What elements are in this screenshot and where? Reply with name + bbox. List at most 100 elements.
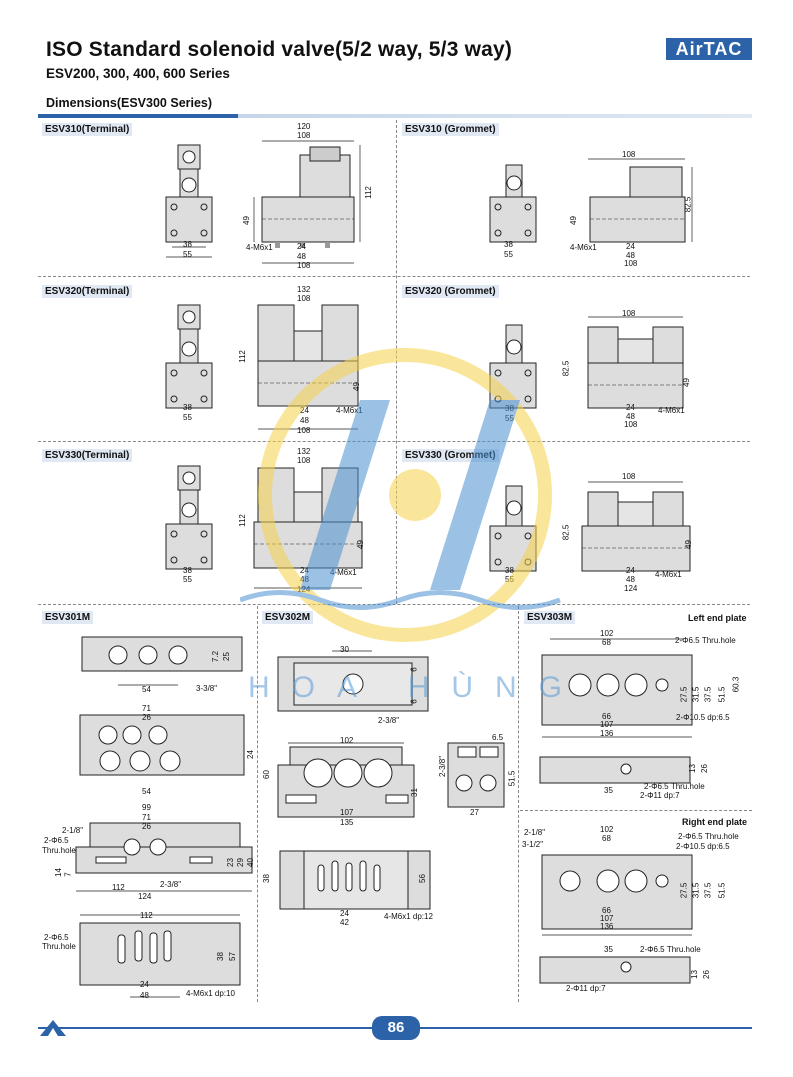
dim-55: 55: [183, 413, 192, 422]
dim-112: 112: [112, 883, 125, 892]
dim-4m6: 4-M6x1: [658, 406, 685, 415]
dim-102: 102: [600, 629, 614, 638]
dim-66: 66: [602, 712, 611, 721]
dim-4m6: 4-M6x1: [330, 568, 357, 577]
dim-108: 108: [297, 131, 311, 140]
dim-26b: 26: [701, 970, 711, 979]
dim-124: 124: [624, 584, 638, 593]
label-esv301m: ESV301M: [42, 611, 94, 624]
dim-2-phi-11b: 2-Φ11 dp:7: [566, 984, 606, 993]
dim-37-5b: 37.5: [703, 882, 713, 899]
dim-2-1-8: 2-1/8": [62, 826, 84, 835]
dim-30: 30: [340, 645, 349, 654]
dim-38: 38: [504, 240, 513, 249]
dim-24: 24: [626, 566, 635, 575]
dim-48: 48: [626, 412, 635, 421]
divider: [38, 441, 750, 442]
watermark-text: HOA HÙNG: [248, 671, 585, 704]
dim-54b: 54: [142, 787, 151, 796]
dim-24: 24: [245, 750, 255, 759]
dim-31-5: 31.5: [691, 686, 701, 703]
dim-82-5: 82.5: [683, 196, 693, 213]
dim-2-phi-11: 2-Φ11 dp:7: [640, 791, 680, 800]
dim-108: 108: [297, 294, 311, 303]
dim-3-3-8: 3-3/8": [196, 684, 218, 693]
dim-108: 108: [622, 150, 636, 159]
dim-55: 55: [183, 575, 192, 584]
dim-107b: 107: [600, 914, 614, 923]
drawing-esv320-terminal: [165, 304, 359, 430]
dim-2-3-8: 2-3/8": [160, 880, 182, 889]
dim-3-1-2: 3-1/2": [522, 840, 544, 849]
label-esv303m: ESV303M: [524, 611, 576, 624]
dim-108b: 108: [297, 261, 311, 270]
page-subtitle: ESV200, 300, 400, 600 Series: [46, 66, 230, 81]
dim-13b: 13: [689, 970, 699, 979]
dim-135: 135: [340, 818, 354, 827]
dim-2-3-8: 2-3/8": [378, 716, 400, 725]
dim-51-5b: 51.5: [717, 882, 727, 899]
page-number: 86: [372, 1016, 420, 1040]
dim-49: 49: [241, 216, 251, 225]
dim-24: 24: [300, 406, 309, 415]
divider: [38, 276, 750, 277]
drawing-esv302m: [277, 650, 505, 910]
dim-48: 48: [300, 416, 309, 425]
brand-logo: AirTAC: [666, 38, 752, 60]
label-esv330-terminal: ESV330(Terminal): [42, 449, 133, 462]
label-esv320-grommet: ESV320 (Grommet): [402, 285, 499, 298]
dim-26: 26: [142, 713, 151, 722]
dim-132: 132: [297, 285, 311, 294]
dim-48: 48: [626, 251, 635, 260]
dim-49: 49: [568, 216, 578, 225]
dim-26b: 26: [142, 822, 151, 831]
dim-6-5: 6.5: [492, 733, 504, 742]
dim-4m6-dp12: 4-M6x1 dp:12: [384, 912, 433, 921]
dim-71b: 71: [142, 813, 151, 822]
label-esv302m: ESV302M: [262, 611, 314, 624]
dim-25: 25: [221, 652, 231, 661]
dim-108b: 108: [624, 420, 638, 429]
dim-108: 108: [297, 456, 311, 465]
dim-23: 23: [225, 858, 235, 867]
dim-38: 38: [183, 566, 192, 575]
drawing-esv310-grommet: [489, 158, 693, 243]
dim-108: 108: [622, 472, 636, 481]
dim-49: 49: [683, 540, 693, 549]
dim-2-phi-6-5-thru-c: 2-Φ6.5 Thru.hole: [678, 832, 739, 841]
dim-68: 68: [602, 638, 611, 647]
label-esv310-grommet: ESV310 (Grommet): [402, 123, 499, 136]
dim-48: 48: [626, 575, 635, 584]
dim-136b: 136: [600, 922, 614, 931]
dim-107: 107: [600, 720, 614, 729]
dim-4m6: 4-M6x1: [655, 570, 682, 579]
dim-7: 7: [63, 872, 73, 877]
dim-37-5: 37.5: [703, 686, 713, 703]
dim-13: 13: [687, 764, 697, 773]
dim-4m6: 4-M6x1: [246, 243, 273, 252]
dim-136: 136: [600, 729, 614, 738]
section-title: Dimensions(ESV300 Series): [46, 96, 213, 110]
dim-124: 124: [138, 892, 152, 901]
dim-107: 107: [340, 808, 354, 817]
dim-2-phi-10-5: 2-Φ10.5 dp:6.5: [676, 713, 730, 722]
page-title: ISO Standard solenoid valve(5/2 way, 5/3…: [46, 38, 513, 61]
dim-60-3: 60.3: [731, 676, 741, 693]
label-esv310-terminal: ESV310(Terminal): [42, 123, 133, 136]
dim-2-3-8-side: 2-3/8": [438, 755, 448, 778]
dim-thru-hole: Thru.hole: [42, 846, 76, 855]
section-bar: [38, 114, 752, 118]
dim-108b: 108: [624, 259, 638, 268]
dim-2-1-8: 2-1/8": [524, 828, 546, 837]
dim-7-2: 7.2: [211, 650, 221, 663]
dim-31: 31: [409, 788, 419, 797]
dim-2-phi-6-5-thru-b: 2-Φ6.5 Thru.hole: [644, 782, 705, 791]
divider: [520, 810, 752, 811]
dim-40: 40: [245, 858, 255, 867]
dim-112: 112: [363, 186, 373, 199]
footer-logo-icon: [40, 1020, 66, 1036]
drawing-esv320-grommet: [489, 316, 684, 409]
drawing-esv303m: [539, 638, 693, 984]
dim-2-phi-6-5-thru: 2-Φ6.5 Thru.hole: [675, 636, 736, 645]
dim-112b: 112: [140, 911, 153, 920]
